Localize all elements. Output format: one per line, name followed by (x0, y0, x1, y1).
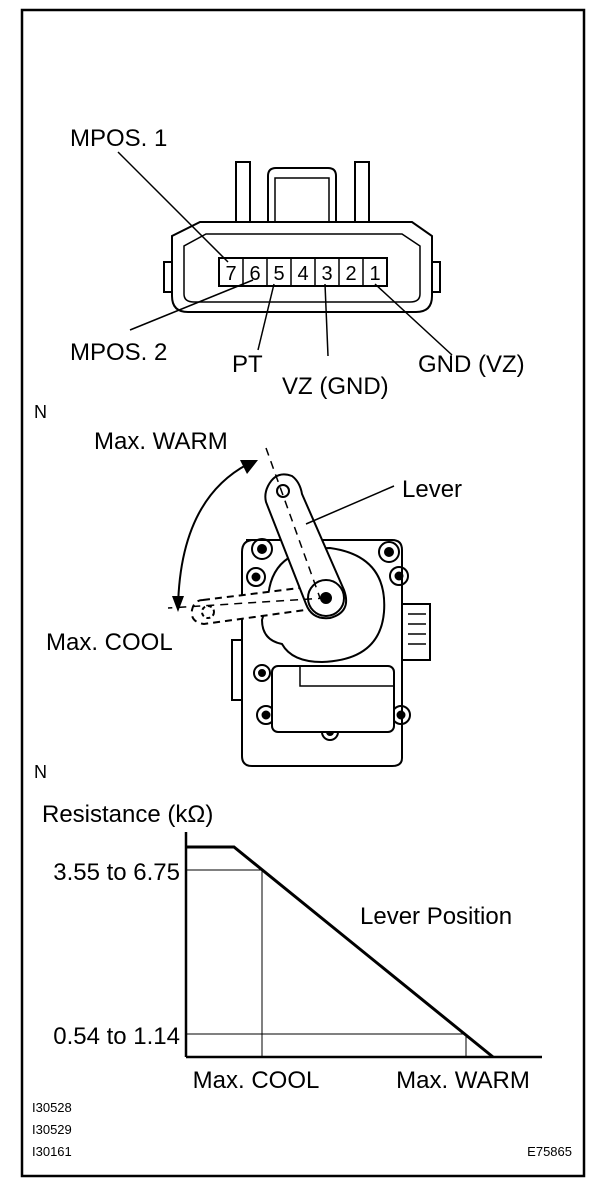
connector-diagram (163, 161, 441, 313)
label-gnd-vz: GND (VZ) (418, 351, 525, 378)
series-line-lever-position (186, 845, 494, 1059)
connector-pin-block: 7 6 5 4 3 2 1 (218, 257, 388, 287)
y-tick-high: 3.55 to 6.75 (53, 859, 180, 886)
section-mark-chart: N (34, 762, 47, 782)
pin-4: 4 (297, 263, 308, 285)
y-tick-low: 0.54 to 1.14 (53, 1023, 180, 1050)
label-vz-gnd: VZ (GND) (282, 373, 389, 400)
lever-leader-line (305, 485, 395, 525)
pin-3: 3 (321, 263, 332, 285)
footer-code-1: I30528 (32, 1100, 72, 1115)
actuator-drawing (167, 447, 431, 767)
x-tick-max-cool: Max. COOL (193, 1067, 320, 1094)
chart-y-label: Resistance (kΩ) (42, 801, 213, 828)
pin-6: 6 (249, 263, 260, 285)
figure-id: E75865 (527, 1144, 572, 1159)
label-mpos2: MPOS. 2 (70, 339, 167, 366)
pin-7: 7 (225, 263, 236, 285)
resistance-chart: Resistance (kΩ) 3.55 to 6.75 0.54 to 1.1… (42, 801, 542, 1094)
series-label-lever-position: Lever Position (360, 903, 512, 930)
section-mark-actuator: N (34, 402, 47, 422)
lever-swing-arrow (172, 460, 258, 612)
label-mpos1: MPOS. 1 (70, 125, 167, 152)
pin-1: 1 (369, 263, 380, 285)
label-pt: PT (232, 351, 263, 378)
connector-leader-lines (117, 151, 453, 357)
label-max-warm-lever: Max. WARM (94, 428, 228, 455)
page-frame (20, 8, 586, 1178)
label-lever: Lever (402, 476, 462, 503)
pin-5: 5 (273, 263, 284, 285)
label-max-cool-lever: Max. COOL (46, 629, 173, 656)
pin-2: 2 (345, 263, 356, 285)
footer-code-3: I30161 (32, 1144, 72, 1159)
footer-code-2: I30529 (32, 1122, 72, 1137)
x-tick-max-warm: Max. WARM (396, 1067, 530, 1094)
